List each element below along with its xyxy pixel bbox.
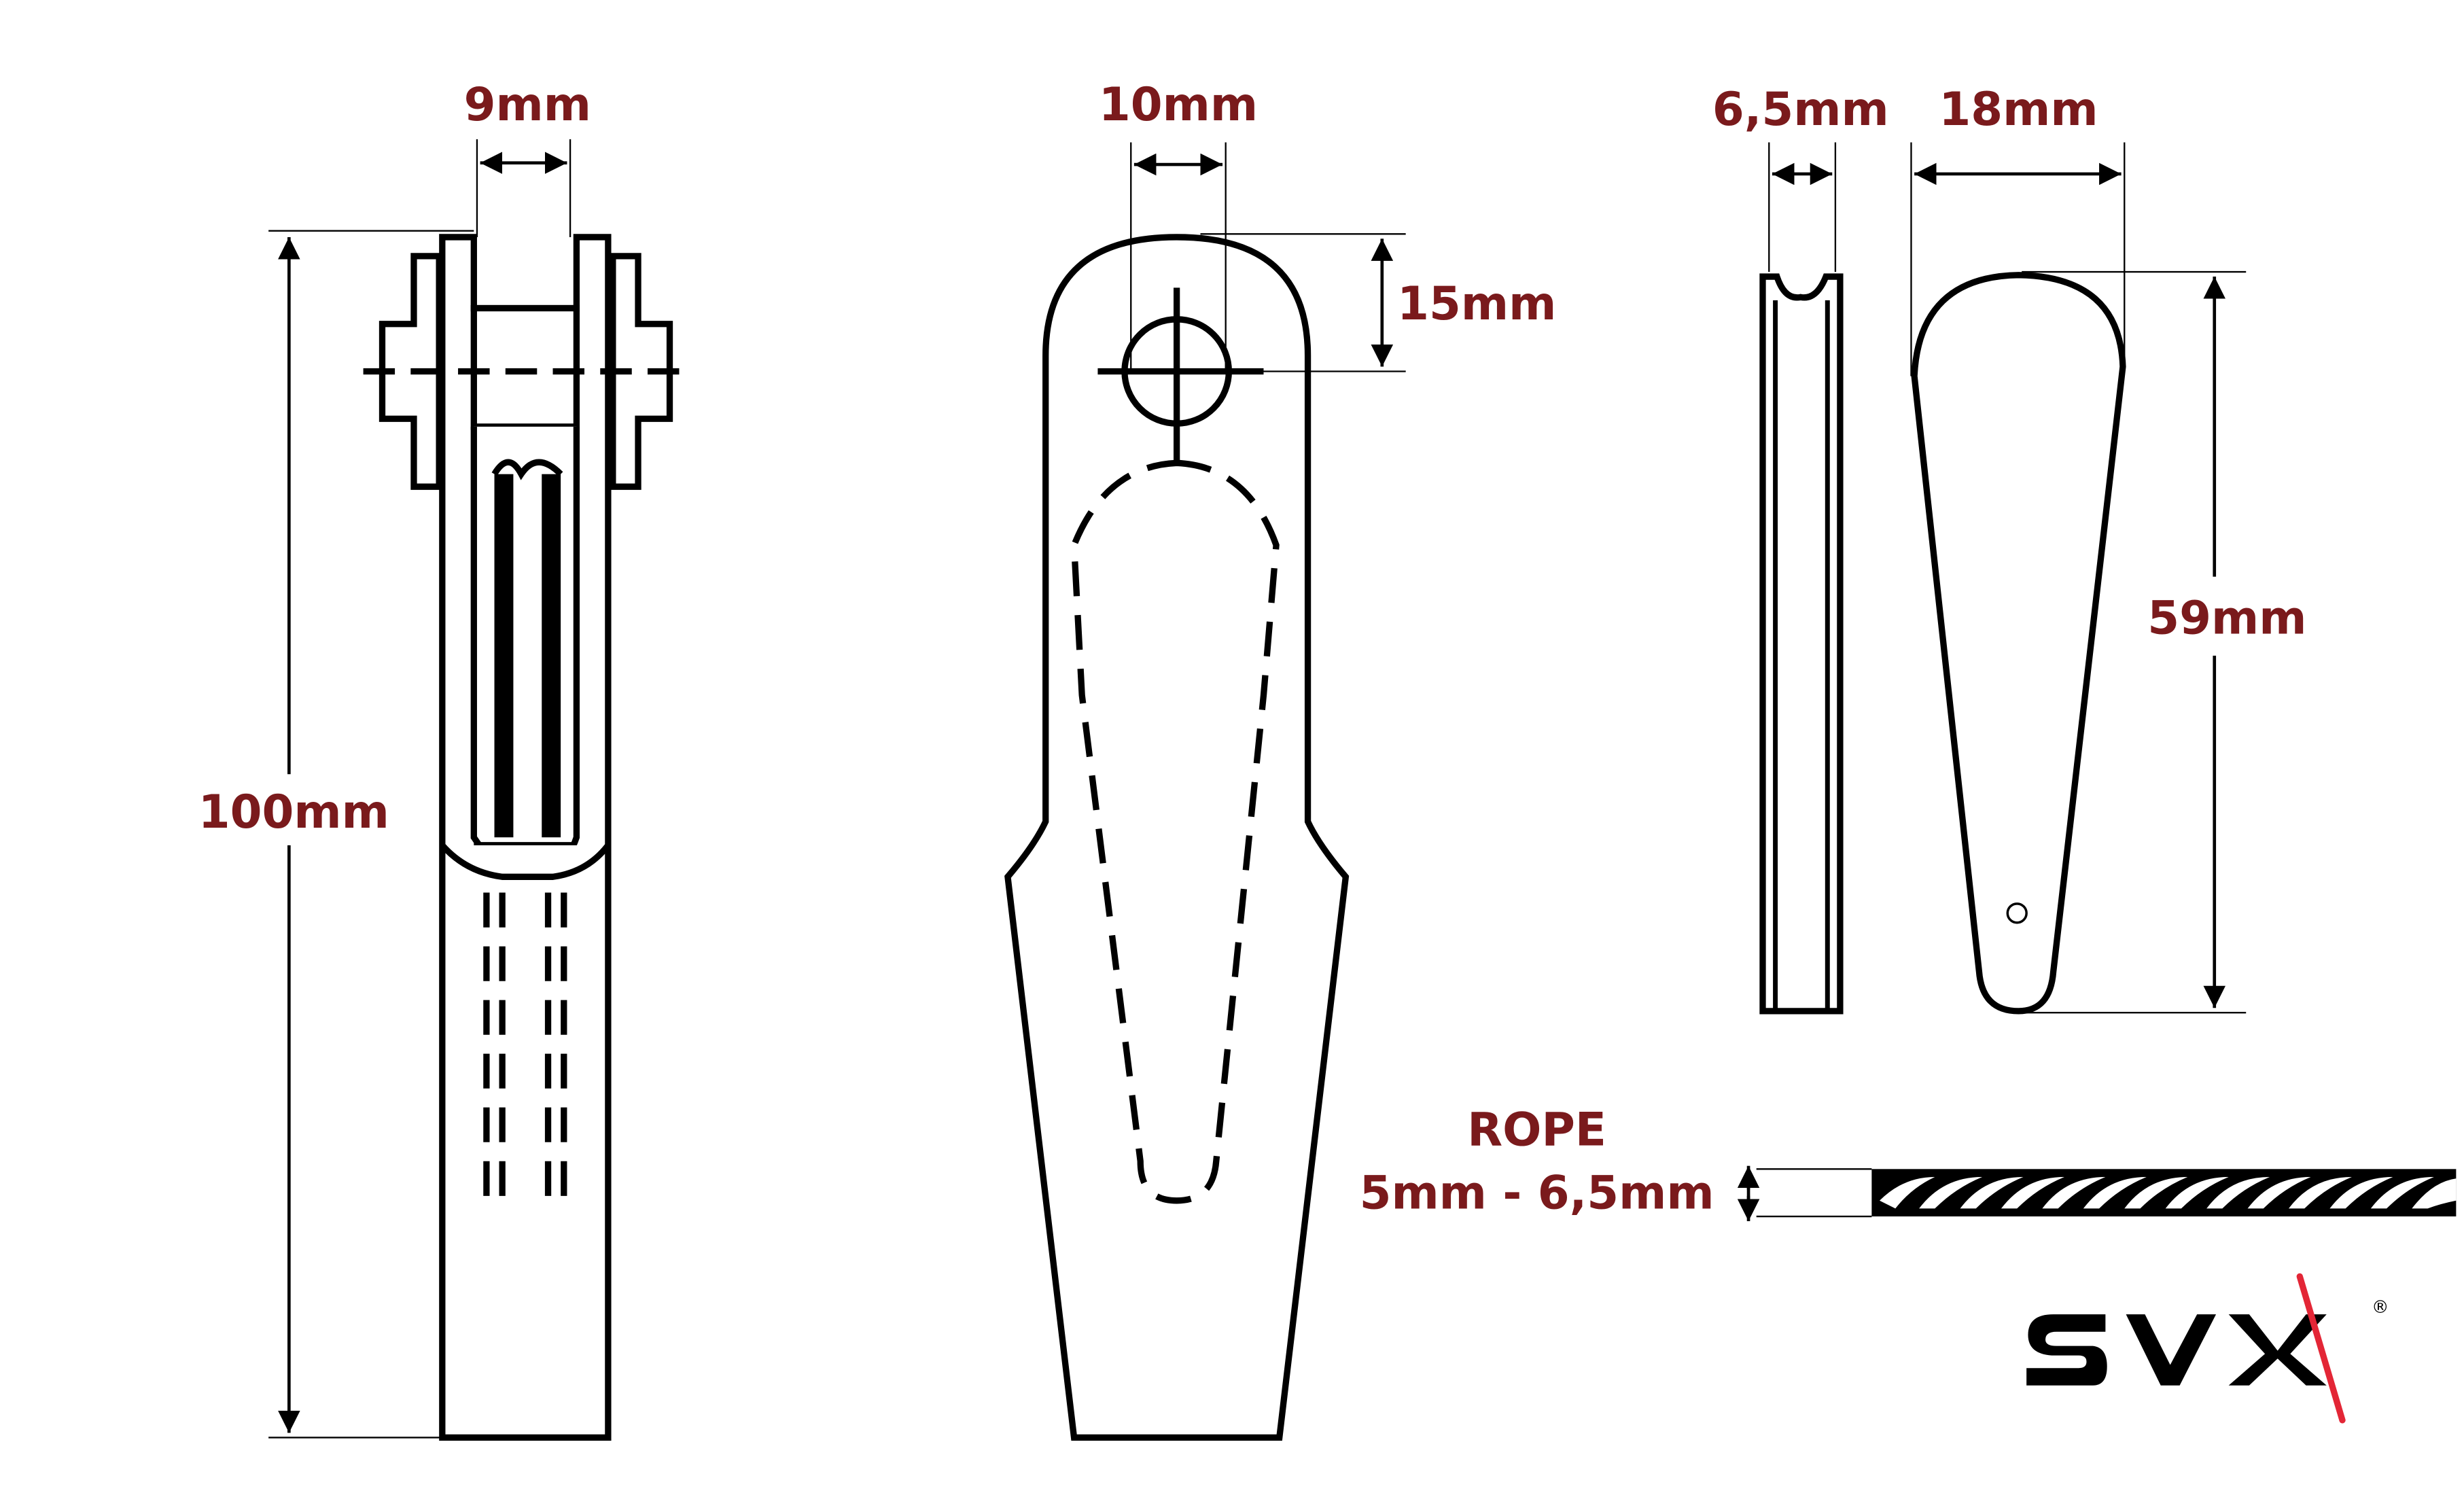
rope-range-label: 5mm - 6,5mm [1360, 1165, 1714, 1219]
wedge-drawing [1759, 142, 2247, 1015]
wedge-length-label: 59mm [2147, 591, 2306, 644]
logo-registered-mark: ® [2372, 1297, 2389, 1318]
socket-offset-label: 15mm [1397, 277, 1556, 330]
wedge-thickness-label: 6,5mm [1712, 82, 1889, 136]
svx-logo: ® [2026, 1273, 2389, 1424]
wedge-width-label: 18mm [1939, 82, 2098, 136]
rope-drawing [1737, 1165, 2457, 1222]
socket-hole-label: 10mm [1099, 77, 1258, 131]
clevis-width-label: 9mm [464, 77, 591, 131]
socket-drawing [1004, 142, 1406, 1441]
clevis-length-label: 100mm [198, 785, 389, 839]
clevis-drawing [268, 139, 695, 1441]
rope-title: ROPE [1467, 1102, 1606, 1156]
